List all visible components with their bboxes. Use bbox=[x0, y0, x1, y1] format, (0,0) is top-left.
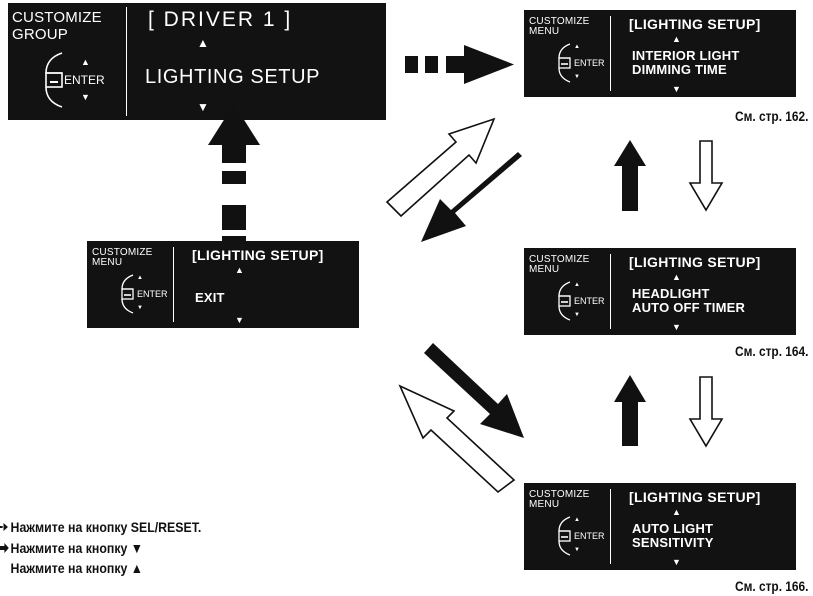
up-triangle-icon: ▲ bbox=[672, 34, 681, 44]
display-header: CUSTOMIZE MENU bbox=[92, 247, 153, 268]
display-item-line2: SENSITIVITY bbox=[632, 534, 714, 550]
page-reference: См. стр. 166. bbox=[734, 578, 808, 594]
up-triangle-icon: ▲ bbox=[574, 517, 580, 523]
display-exit: CUSTOMIZE MENU ▲ ENTER ▼ [LIGHTING SETUP… bbox=[87, 241, 359, 328]
legend-text: Нажмите на кнопку ▼ bbox=[10, 540, 143, 556]
knob-icon bbox=[558, 43, 571, 83]
display-divider bbox=[126, 7, 127, 116]
knob-icon bbox=[121, 274, 134, 314]
dashed-arrow-up bbox=[208, 104, 260, 242]
display-item: AUTO LIGHT SENSITIVITY bbox=[632, 522, 714, 549]
display-header: CUSTOMIZE MENU bbox=[529, 489, 590, 510]
page-reference: См. стр. 162. bbox=[734, 108, 808, 124]
down-triangle-icon: ▼ bbox=[137, 305, 143, 311]
up-triangle-icon: ▲ bbox=[81, 57, 90, 67]
hollow-arrow-up-right bbox=[385, 117, 496, 218]
legend-text: Нажмите на кнопку SEL/RESET. bbox=[10, 519, 202, 535]
knob-icon bbox=[45, 52, 63, 108]
up-triangle-icon: ▲ bbox=[197, 36, 209, 50]
display-item-line2: DIMMING TIME bbox=[632, 61, 727, 77]
display-item: LIGHTING SETUP bbox=[145, 66, 321, 88]
up-triangle-icon: ▲ bbox=[574, 282, 580, 288]
down-triangle-icon: ▼ bbox=[574, 547, 580, 553]
down-triangle-icon: ▼ bbox=[672, 557, 681, 567]
up-triangle-icon: ▲ bbox=[137, 275, 143, 281]
up-triangle-icon: ▲ bbox=[672, 507, 681, 517]
page-reference: См. стр. 164. bbox=[734, 343, 808, 359]
down-triangle-icon: ▼ bbox=[81, 92, 90, 102]
enter-label: ENTER bbox=[574, 296, 605, 306]
display-title: [LIGHTING SETUP] bbox=[629, 16, 761, 32]
display-headlight-auto-off: CUSTOMIZE MENU ▲ ENTER ▼ [LIGHTING SETUP… bbox=[524, 248, 796, 335]
dashed-arrow-icon bbox=[0, 519, 11, 535]
display-divider bbox=[173, 247, 174, 322]
down-triangle-icon: ▼ bbox=[574, 74, 580, 80]
display-item: HEADLIGHT AUTO OFF TIMER bbox=[632, 287, 745, 314]
solid-arrow-down-right bbox=[424, 343, 524, 438]
display-header: CUSTOMIZE MENU bbox=[529, 254, 590, 275]
down-triangle-icon: ▼ bbox=[672, 84, 681, 94]
solid-arrow-down-left bbox=[421, 152, 522, 242]
display-title: [LIGHTING SETUP] bbox=[629, 254, 761, 270]
display-driver-group: CUSTOMIZE GROUP ▲ ENTER ▼ [ DRIVER 1 ] ▲… bbox=[8, 3, 386, 120]
solid-arrow-up bbox=[614, 140, 646, 211]
display-divider bbox=[610, 16, 611, 91]
display-item: INTERIOR LIGHT DIMMING TIME bbox=[632, 49, 740, 76]
display-auto-light-sensitivity: CUSTOMIZE MENU ▲ ENTER ▼ [LIGHTING SETUP… bbox=[524, 483, 796, 570]
legend-item: Нажмите на кнопку ▲ bbox=[0, 560, 143, 576]
display-item-line1: HEADLIGHT bbox=[632, 286, 710, 301]
down-triangle-icon: ▼ bbox=[197, 100, 209, 114]
solid-arrow-up bbox=[614, 375, 646, 446]
display-title: [LIGHTING SETUP] bbox=[629, 489, 761, 505]
up-triangle-icon: ▲ bbox=[672, 272, 681, 282]
hollow-arrow-down bbox=[688, 376, 724, 448]
up-triangle-icon: ▲ bbox=[235, 265, 244, 275]
down-triangle-icon: ▼ bbox=[672, 322, 681, 332]
enter-label: ENTER bbox=[574, 58, 605, 68]
display-interior-light-dimming: CUSTOMIZE MENU ▲ ENTER ▼ [LIGHTING SETUP… bbox=[524, 10, 796, 97]
enter-label: ENTER bbox=[574, 531, 605, 541]
hollow-arrow-down bbox=[688, 140, 724, 212]
enter-label: ENTER bbox=[64, 73, 105, 87]
down-triangle-icon: ▼ bbox=[235, 315, 244, 325]
enter-label: ENTER bbox=[137, 289, 168, 299]
knob-icon bbox=[558, 281, 571, 321]
legend-item: Нажмите на кнопку SEL/RESET. bbox=[0, 519, 201, 535]
down-triangle-icon: ▼ bbox=[574, 312, 580, 318]
knob-icon bbox=[558, 516, 571, 556]
display-item-line1: AUTO LIGHT bbox=[632, 521, 714, 536]
display-header: CUSTOMIZE GROUP bbox=[12, 9, 102, 43]
display-header: CUSTOMIZE MENU bbox=[529, 16, 590, 37]
legend-text: Нажмите на кнопку ▲ bbox=[10, 560, 143, 576]
display-item-line2: AUTO OFF TIMER bbox=[632, 299, 746, 315]
display-divider bbox=[610, 254, 611, 329]
solid-arrow-icon bbox=[0, 540, 11, 556]
display-divider bbox=[610, 489, 611, 564]
display-item: EXIT bbox=[195, 290, 225, 305]
display-title: [LIGHTING SETUP] bbox=[192, 247, 324, 263]
hollow-arrow-up-left bbox=[398, 384, 516, 494]
up-triangle-icon: ▲ bbox=[574, 44, 580, 50]
display-title: [ DRIVER 1 ] bbox=[148, 8, 293, 31]
legend-item: Нажмите на кнопку ▼ bbox=[0, 540, 143, 556]
display-item-line1: INTERIOR LIGHT bbox=[632, 48, 740, 63]
dashed-arrow-right bbox=[405, 45, 514, 84]
